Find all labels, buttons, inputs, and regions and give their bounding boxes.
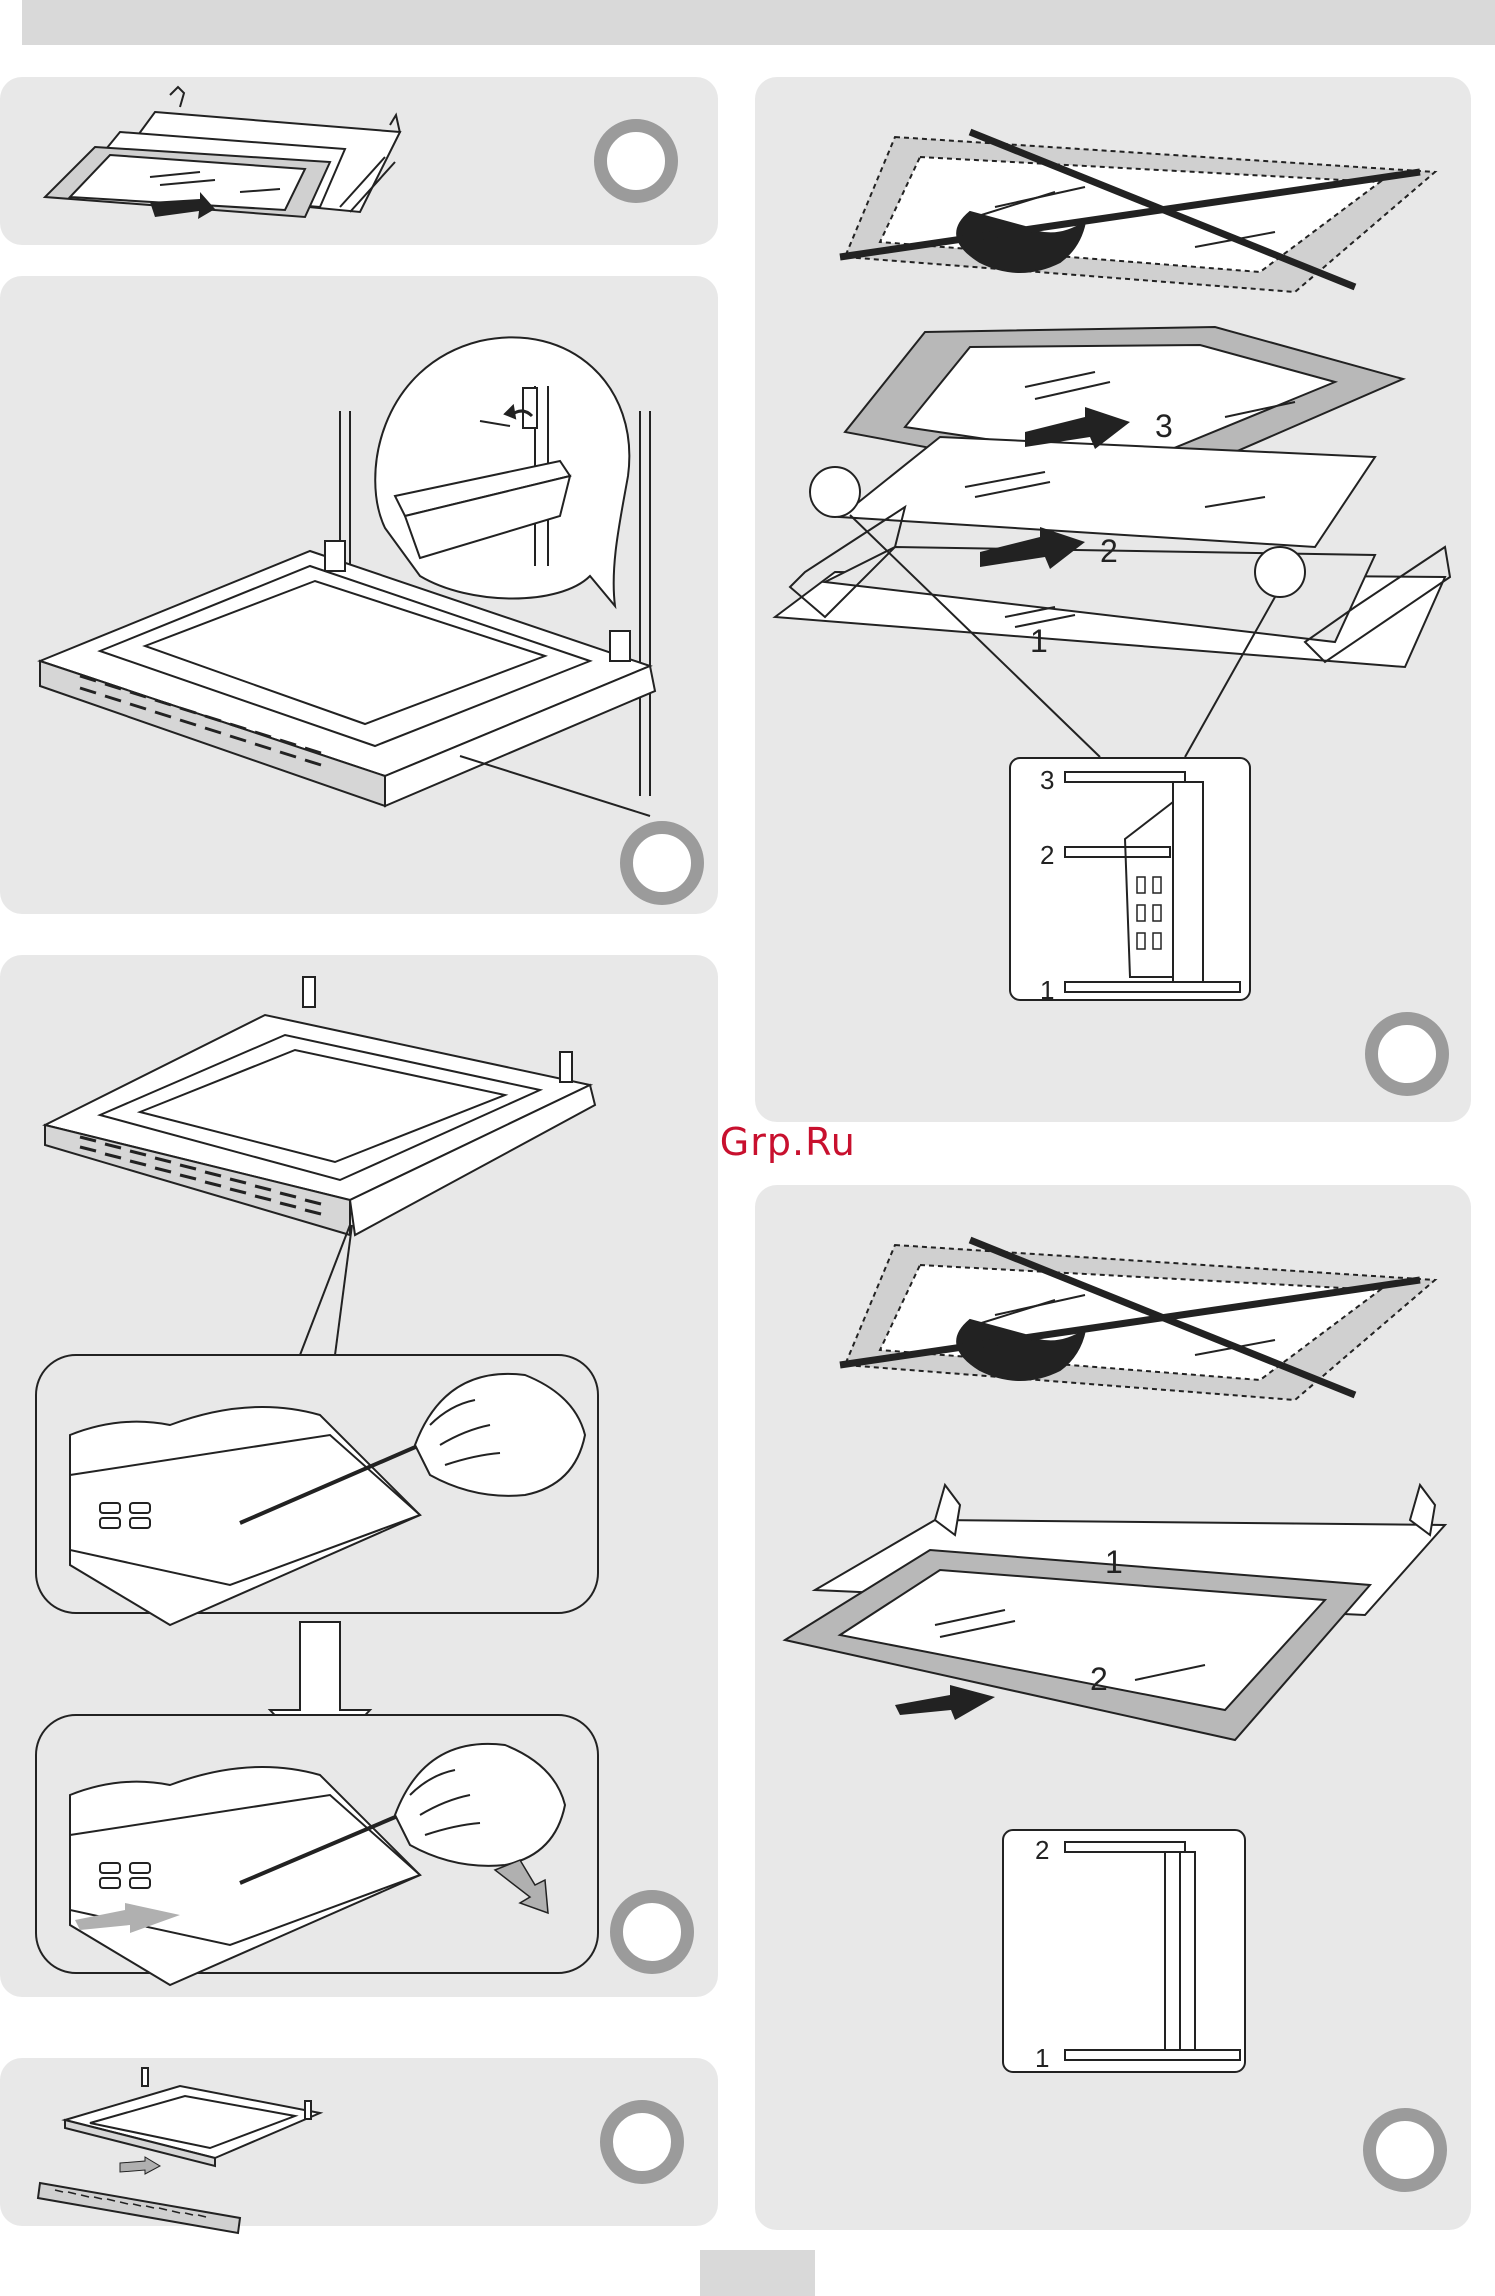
- step-circle-icon: [1363, 2108, 1447, 2192]
- step-circle-icon: [600, 2100, 684, 2184]
- arrow-right-icon: [895, 1685, 995, 1720]
- panel-lock-hinges: [0, 276, 718, 914]
- arrow-right-icon: [120, 2157, 160, 2174]
- legend-label-2: 2: [1035, 1835, 1049, 1865]
- panel-remove-door-profile: [0, 2058, 718, 2226]
- door-hinge-illustration: [0, 276, 718, 914]
- step-circle-icon: [610, 1890, 694, 1974]
- panel-remove-outer-glass: [0, 77, 718, 245]
- glass-layers-two-illustration: 1 2 2 1: [755, 1185, 1471, 2230]
- layer-label-2: 2: [1100, 533, 1118, 569]
- page-number-tab: [700, 2250, 815, 2296]
- layer-label-1: 1: [1105, 1544, 1123, 1580]
- step-circle-icon: [620, 821, 704, 905]
- legend-label-2: 2: [1040, 840, 1054, 870]
- layer-label-1: 1: [1030, 623, 1048, 659]
- step-circle-icon: [1365, 1012, 1449, 1096]
- layer-label-2: 2: [1090, 1661, 1108, 1697]
- panel-unclip-door-profile: [0, 955, 718, 1997]
- legend-label-1: 1: [1040, 975, 1054, 1005]
- panel-glass-layers-three: 3 2 1 3 2 1: [755, 77, 1471, 1122]
- step-circle-icon: [594, 119, 678, 203]
- panel-glass-layers-two: 1 2 2 1: [755, 1185, 1471, 2230]
- screwdriver-unclip-illustration: [0, 955, 718, 1997]
- legend-label-1: 1: [1035, 2043, 1049, 2073]
- layer-label-3: 3: [1155, 408, 1173, 444]
- glass-layers-three-illustration: 3 2 1 3 2 1: [755, 77, 1471, 1122]
- legend-label-3: 3: [1040, 765, 1054, 795]
- header-bar: [22, 0, 1495, 45]
